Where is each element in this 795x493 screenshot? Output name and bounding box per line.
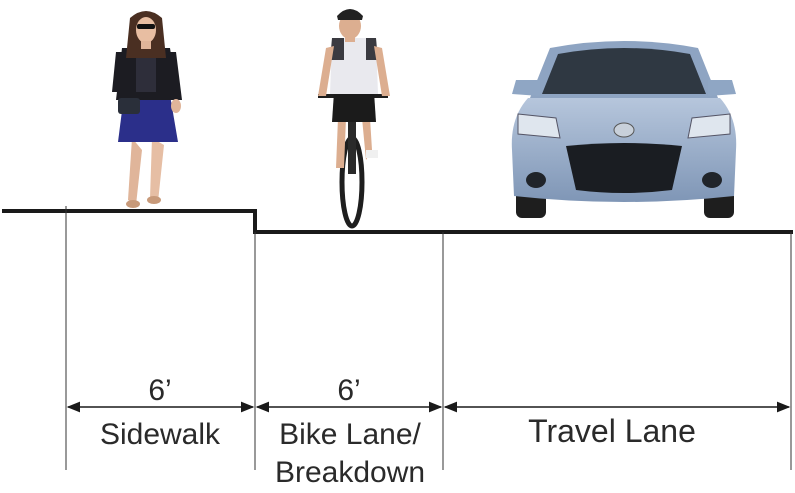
travel-lane-label: Travel Lane (528, 413, 696, 449)
cyclist-icon (318, 9, 390, 229)
extension-lines (65, 206, 792, 470)
car-icon (511, 41, 737, 218)
sidewalk-label: Sidewalk (100, 418, 221, 451)
woman-walking-icon (112, 11, 182, 208)
sidewalk-width-label: 6’ (148, 374, 171, 407)
ground-profile (2, 209, 793, 234)
bike-lane-label: Bike Lane/ (279, 418, 421, 451)
breakdown-label: Breakdown (275, 456, 425, 489)
bike-lane-width-label: 6’ (337, 374, 360, 407)
